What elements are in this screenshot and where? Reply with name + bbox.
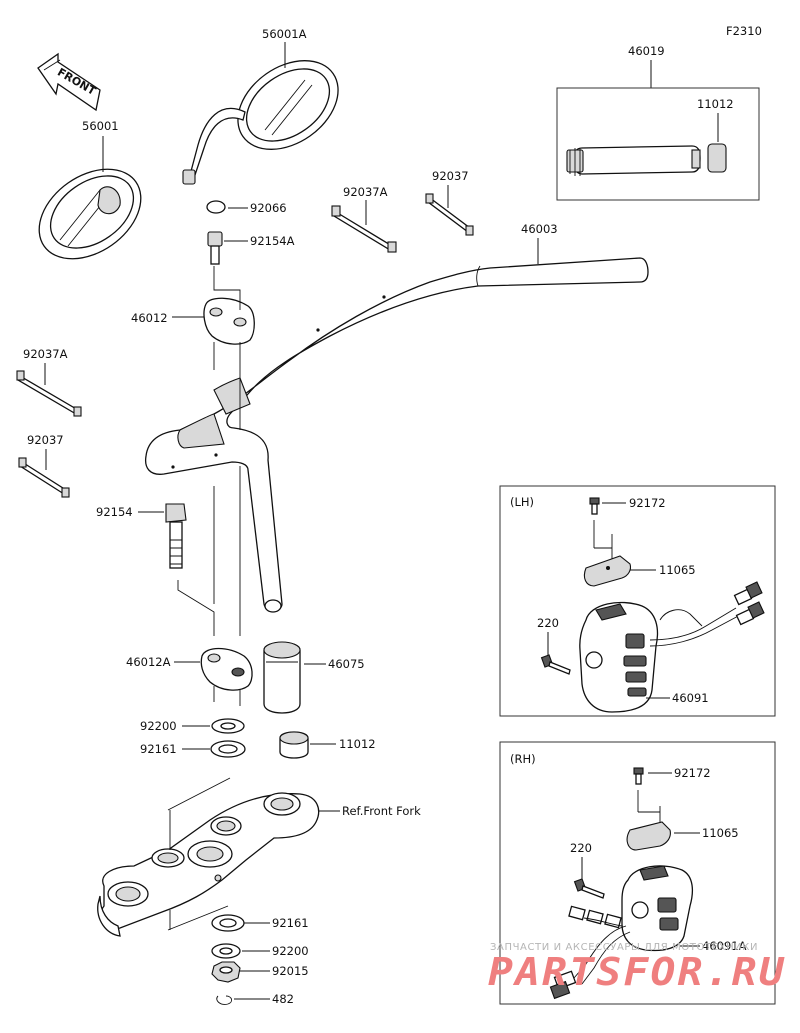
mirror-right-icon	[182, 60, 339, 185]
lh-cover-icon	[583, 555, 632, 587]
label-56001: 56001	[82, 119, 119, 133]
diagram-code: F2310	[726, 24, 762, 38]
washer-92161-bottom-icon	[211, 914, 245, 932]
watermark-big: PARTSFOR.RU	[488, 950, 786, 994]
label-482: 482	[272, 992, 294, 1006]
band-92037a-left-icon	[16, 370, 82, 417]
lh-box-title: (LH)	[510, 495, 534, 509]
label-ref-front-fork: Ref.Front Fork	[342, 804, 421, 818]
washer-92200-top-icon	[211, 718, 245, 734]
handlebar-icon	[144, 257, 649, 613]
cap-92066-icon	[206, 200, 226, 214]
label-11012: 11012	[339, 737, 376, 751]
label-46019: 46019	[628, 44, 665, 58]
lh-label-46091: 46091	[672, 691, 709, 705]
rh-screw-icon	[633, 767, 644, 785]
bolt-92154-icon	[165, 503, 187, 569]
lh-label-11065: 11065	[659, 563, 696, 577]
label-11012-box: 11012	[697, 97, 734, 111]
lh-screw-icon	[589, 497, 600, 515]
label-46012: 46012	[131, 311, 168, 325]
rh-cover-icon	[626, 821, 671, 851]
nut-92015-icon	[211, 961, 241, 983]
label-92200-top: 92200	[140, 719, 177, 733]
label-92037a-left: 92037A	[23, 347, 68, 361]
stud-92154a-icon	[207, 231, 223, 265]
grip-46075-icon	[263, 641, 301, 714]
label-92200-bottom: 92200	[272, 944, 309, 958]
label-46075: 46075	[328, 657, 365, 671]
lh-switch-box	[499, 485, 776, 717]
band-92037-top-icon	[425, 193, 474, 236]
grip-assy-box	[556, 87, 760, 201]
holder-upper-icon	[203, 297, 255, 345]
fork-clamp-icon	[97, 792, 320, 937]
label-92161-top: 92161	[140, 742, 177, 756]
front-arrow-icon: FRONT	[37, 52, 101, 112]
label-56001a: 56001A	[262, 27, 307, 41]
rh-box-title: (RH)	[510, 752, 536, 766]
label-92037a-top: 92037A	[343, 185, 388, 199]
rh-switch-icon	[549, 865, 694, 1000]
rh-switch-box	[499, 741, 776, 1005]
clip-482-icon	[216, 995, 233, 1005]
label-92066: 92066	[250, 201, 287, 215]
label-92015: 92015	[272, 964, 309, 978]
band-92037-left-icon	[18, 457, 70, 498]
rh-screw-220-icon	[573, 878, 605, 899]
lh-label-220: 220	[537, 616, 559, 630]
label-92037-left: 92037	[27, 433, 64, 447]
lh-screw-220-icon	[540, 654, 571, 675]
rh-label-220: 220	[570, 841, 592, 855]
label-92161-bottom: 92161	[272, 916, 309, 930]
label-92154a: 92154A	[250, 234, 295, 248]
rh-label-46091a: 46091A	[702, 939, 747, 953]
washer-92200-bottom-icon	[211, 943, 241, 959]
watermark-small: ЗАПЧАСТИ И АКСЕССУАРЫ ДЛЯ МОТОТЕХНИКИ	[490, 942, 758, 953]
grip-assy-icon	[566, 145, 701, 176]
grip-end-box-icon	[707, 143, 727, 173]
mirror-left-icon	[38, 168, 142, 260]
label-92154: 92154	[96, 505, 133, 519]
washer-92161-top-icon	[210, 740, 246, 758]
lh-label-92172: 92172	[629, 496, 666, 510]
label-46003: 46003	[521, 222, 558, 236]
rh-label-92172: 92172	[674, 766, 711, 780]
label-92037-top: 92037	[432, 169, 469, 183]
rh-label-11065: 11065	[702, 826, 739, 840]
lh-switch-icon	[579, 581, 765, 713]
holder-lower-icon	[200, 647, 253, 706]
label-46012a: 46012A	[126, 655, 171, 669]
band-92037a-top-icon	[331, 205, 397, 253]
grip-end-11012-icon	[279, 731, 309, 759]
